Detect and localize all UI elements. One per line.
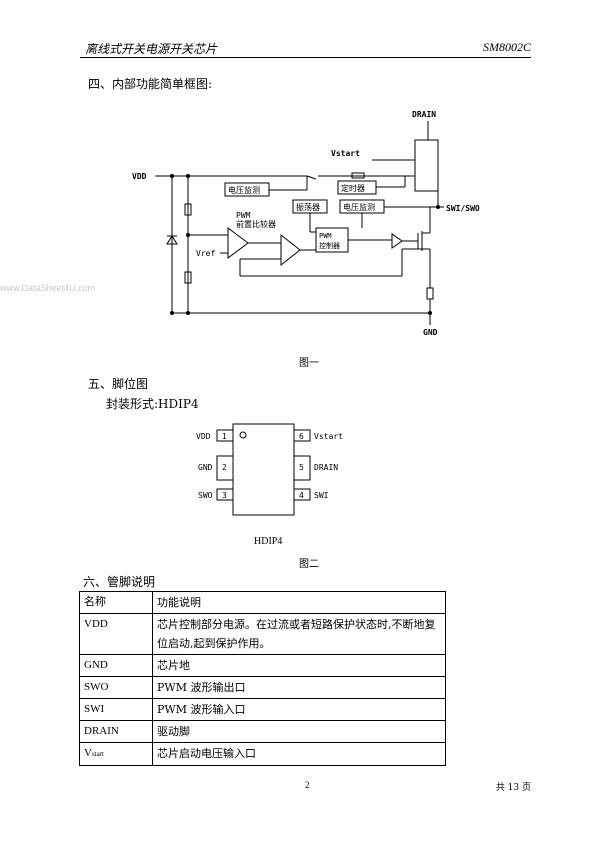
pin-right-4-name: SWI (314, 491, 329, 500)
pin-name-cell: DRAIN (79, 720, 153, 743)
pin-description-table: 名称 功能说明 VDD 芯片控制部分电源。在过流或者短路保护状态时,不断地复位启… (79, 591, 446, 766)
pin-desc-cell: 芯片控制部分电源。在过流或者短路保护状态时,不断地复位启动,起到保护作用。 (152, 613, 446, 655)
pin-name-subscript: start (91, 750, 105, 758)
package-label: HDIP4 (254, 536, 283, 547)
error-amplifier (280, 233, 301, 267)
label-pwm-comp-1: PWM (236, 211, 251, 220)
label-vref: Vref (196, 249, 215, 258)
pin-desc-cell: 驱动脚 (152, 720, 446, 743)
label-voltage-monitor-2: 电压监测 (343, 202, 375, 212)
pin-name-cell: VDD (79, 613, 153, 655)
label-gnd: GND (423, 328, 438, 337)
pin-right-5-name: DRAIN (314, 463, 338, 472)
driver-buffer (391, 233, 403, 249)
pin-desc-cell: PWM 波形输出口 (152, 676, 446, 699)
pin-left-3-num: 3 (222, 491, 227, 500)
power-switch-block (414, 139, 439, 192)
label-vdd: VDD (132, 172, 147, 181)
label-voltage-monitor-1: 电压监测 (228, 185, 260, 195)
pinout-diagram (216, 423, 311, 516)
label-drain: DRAIN (412, 110, 436, 119)
pin-left-2-num: 2 (222, 463, 227, 472)
watermark: www.DataSheet4U.com (0, 283, 96, 293)
pwm-comparator (227, 227, 249, 259)
table-row: SWI PWM 波形输入口 (79, 698, 446, 721)
table-row: Vstart 芯片启动电压输入口 (79, 742, 446, 766)
table-header-name: 名称 (79, 591, 153, 614)
section6-heading: 六、管脚说明 (83, 575, 156, 589)
pin-desc-cell: 芯片地 (152, 654, 446, 677)
label-pwm-ctrl-1: PWM (319, 232, 332, 240)
figure1-caption: 图一 (299, 358, 319, 369)
pin-right-4-num: 4 (299, 491, 304, 500)
table-row: VDD 芯片控制部分电源。在过流或者短路保护状态时,不断地复位启动,起到保护作用… (79, 613, 446, 655)
pin-right-6-num: 6 (299, 432, 304, 441)
pin-desc-cell: 芯片启动电压输入口 (152, 742, 446, 766)
header-title: 离线式开关电源开关芯片 (85, 42, 218, 56)
table-header-function: 功能说明 (152, 591, 446, 614)
label-oscillator: 振荡器 (296, 202, 320, 212)
pin-right-5-num: 5 (299, 463, 304, 472)
pin-left-1-name: VDD (196, 432, 211, 441)
table-row: SWO PWM 波形输出口 (79, 676, 446, 699)
pin-name-cell: SWO (79, 676, 153, 699)
table-row: GND 芯片地 (79, 654, 446, 677)
pin-name-cell: Vstart (79, 742, 153, 766)
section5-heading: 五、脚位图 (88, 377, 149, 391)
header-part-number: SM8002C (483, 40, 531, 54)
label-vstart: Vstart (331, 149, 360, 158)
header-rule (80, 57, 531, 58)
pin-desc-cell: PWM 波形输入口 (152, 698, 446, 721)
pin-left-2-name: GND (198, 463, 213, 472)
label-swi-swo: SWI/SWO (446, 204, 480, 213)
figure2-caption: 图二 (299, 559, 319, 570)
section4-heading: 四、内部功能简单框图: (88, 77, 213, 91)
table-row: DRAIN 驱动脚 (79, 720, 446, 743)
pin-name-cell: GND (79, 654, 153, 677)
label-timer: 定时器 (341, 183, 365, 193)
pin-name-main: V (84, 747, 92, 759)
pin-name-cell: SWI (79, 698, 153, 721)
package-line: 封装形式:HDIP4 (106, 397, 199, 411)
page-number: 2 (305, 780, 310, 790)
label-pwm-ctrl-2: 控制器 (319, 241, 340, 250)
label-pwm-comp-2: 前置比较器 (236, 219, 276, 229)
pin-left-1-num: 1 (222, 432, 227, 441)
total-pages: 共 13 页 (495, 783, 531, 793)
table-header-row: 名称 功能说明 (79, 591, 446, 614)
pin-left-3-name: SWO (198, 491, 213, 500)
pin-right-6-name: Vstart (314, 432, 343, 441)
